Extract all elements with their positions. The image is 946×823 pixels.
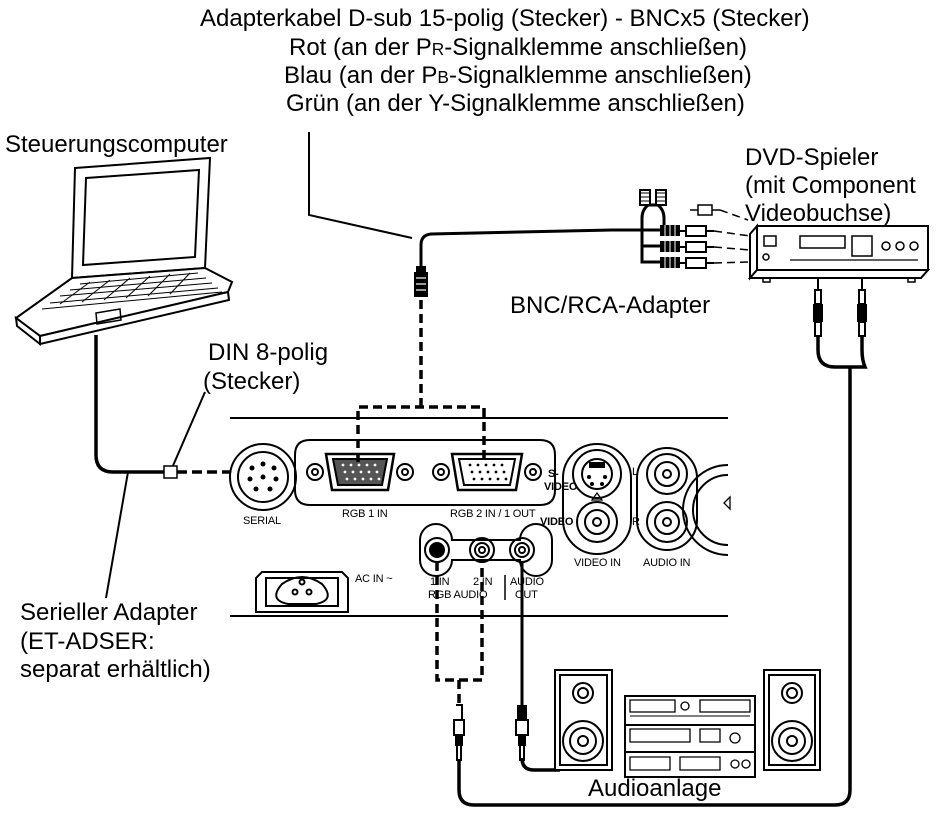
s-video-label: S- <box>548 468 559 480</box>
blue-signal-label: Blau (an der PB-Signalklemme anschließen… <box>284 62 752 91</box>
dvd-player-label-3: Videobuchse) <box>745 200 892 227</box>
bnc-plug-icon <box>639 189 680 268</box>
red-signal-label: Rot (an der PR-Signalklemme anschließen) <box>289 34 747 63</box>
red-signal-label-b: -Signalklemme anschließen) <box>444 34 747 61</box>
ac-in-label: AC IN ~ <box>355 573 393 585</box>
rgb-audio-port-icon <box>419 523 553 600</box>
green-signal-label: Grün (an der Y-Signalklemme anschließen) <box>286 90 745 117</box>
dvd-player-icon <box>747 223 931 283</box>
rgb1-in-label: RGB 1 IN <box>342 508 388 520</box>
dvd-player-label: DVD-Spieler <box>745 144 879 171</box>
audio-in-label: AUDIO IN <box>643 557 691 569</box>
video-label: VIDEO <box>540 516 574 528</box>
serial-port-label: SERIAL <box>243 515 281 527</box>
audio-in1-label: 1 IN <box>430 576 450 588</box>
bnc-rca-adapter-label: BNC/RCA-Adapter <box>510 292 711 319</box>
ac-in-socket-icon <box>255 571 349 613</box>
blue-signal-label-b: -Signalklemme anschließen) <box>448 62 752 89</box>
audio-out-label-2: OUT <box>515 589 538 601</box>
audio-in2-label: 2 IN <box>473 576 493 588</box>
red-signal-label-a: Rot (an der P <box>289 34 432 61</box>
dsub-plug-icon <box>414 266 428 297</box>
serial-adapter-label-3: separat erhältlich) <box>20 656 211 683</box>
video-in-label: VIDEO IN <box>574 557 621 569</box>
left-speaker-icon <box>554 669 613 771</box>
serial-port-icon <box>229 443 297 511</box>
audio-in-port-icon <box>636 447 698 551</box>
serial-adapter-label-2: (ET-ADSER: <box>20 628 155 655</box>
rca-plug-icon <box>813 278 867 337</box>
right-speaker-icon <box>763 669 821 771</box>
audio-r-label: R <box>632 516 640 528</box>
audio-l-label: L <box>632 466 638 478</box>
audio-system-label: Audioanlage <box>588 775 722 802</box>
red-signal-label-sub: R <box>431 39 445 59</box>
din-connector-label: DIN 8-polig <box>208 339 329 366</box>
bnc-rca-adapter-icon <box>680 204 720 269</box>
control-computer-label: Steuerungscomputer <box>5 131 228 158</box>
adapter-cable-label: Adapterkabel D-sub 15-polig (Stecker) - … <box>200 5 810 32</box>
serial-adapter-label: Serieller Adapter <box>20 599 198 626</box>
rgb2-in-out-label: RGB 2 IN / 1 OUT <box>450 508 536 520</box>
rgb-audio-label: RGB AUDIO <box>428 589 488 601</box>
rgb1-in-port-icon <box>306 452 414 492</box>
blue-signal-label-sub: B <box>437 67 449 87</box>
rgb2-in-out-port-icon <box>432 452 542 492</box>
laptop-icon <box>14 156 234 347</box>
video-port-icon <box>562 443 632 555</box>
audio-out-label: AUDIO <box>510 576 544 588</box>
s-video-label-2: VIDEO <box>544 481 578 493</box>
dvd-player-label-2: (mit Component <box>745 172 916 199</box>
blue-signal-label-a: Blau (an der P <box>284 62 438 89</box>
din-connector-label-2: (Stecker) <box>203 368 301 395</box>
stereo-system-icon <box>624 695 756 778</box>
audio-plug-icon <box>453 704 529 761</box>
